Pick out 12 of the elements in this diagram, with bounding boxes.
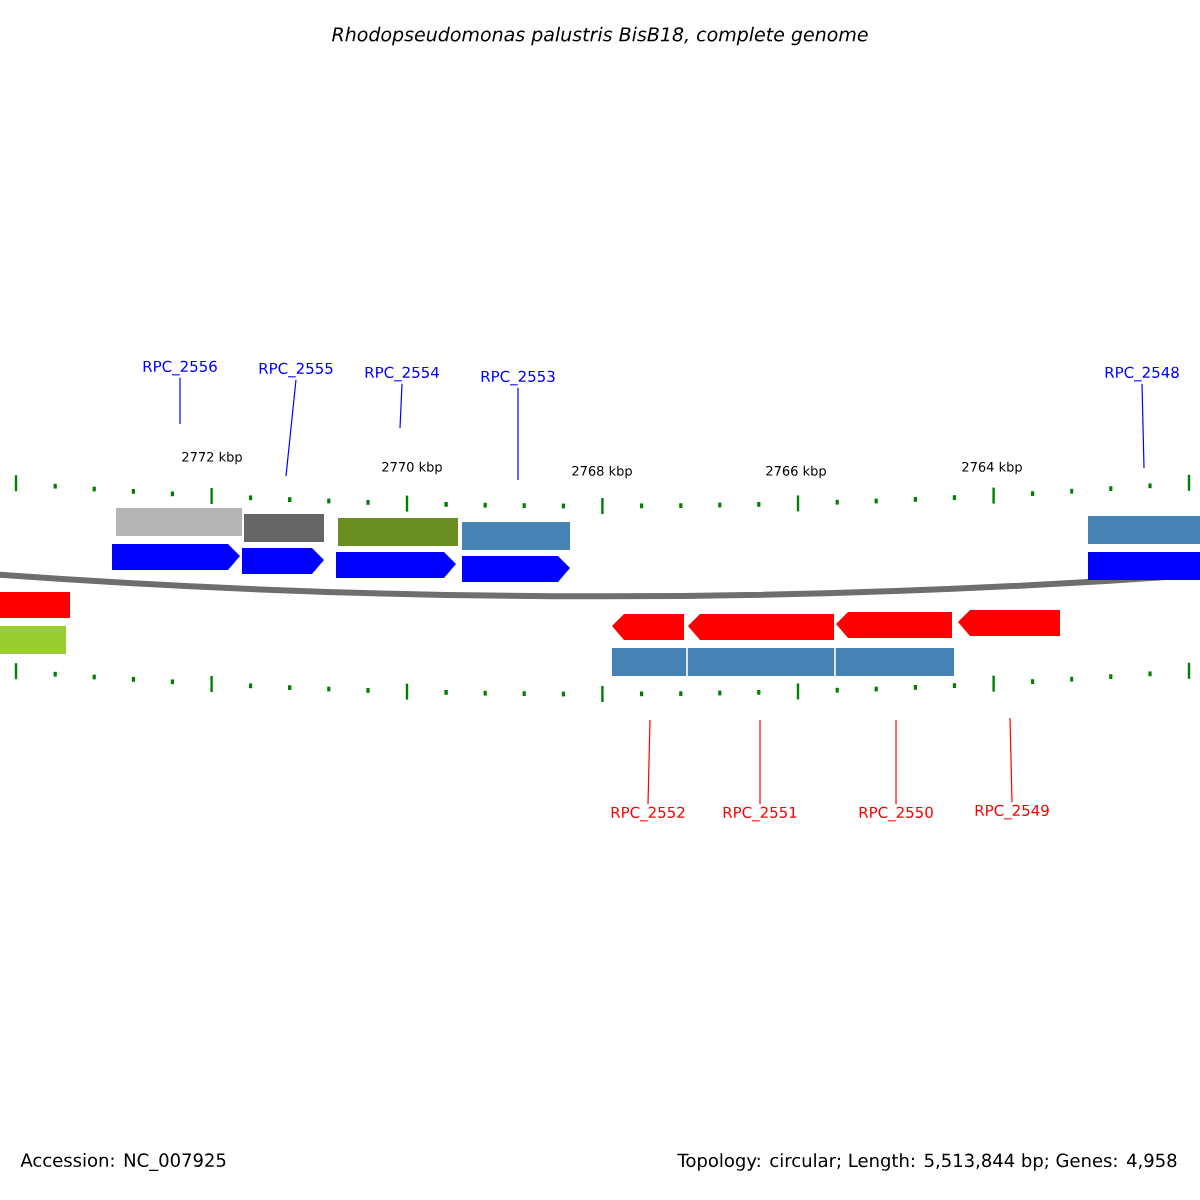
accession-text: Accession: NC_007925 (20, 1153, 226, 1171)
leader-line (1009, 717, 1013, 803)
leader-line (517, 387, 519, 481)
leader-line (399, 383, 403, 429)
title: Rhodopseudomonas palustris BisB18, complete genome (332, 26, 868, 46)
leader-line (285, 379, 297, 477)
genome-info-text: Topology: circular; Length: 5,513,844 bp; Genes: 4,958 (677, 1153, 1177, 1171)
leader-line (1141, 383, 1145, 469)
leader-line (179, 377, 181, 425)
leader-line (647, 719, 651, 805)
leader-line (895, 719, 897, 805)
leader-line (759, 719, 761, 805)
